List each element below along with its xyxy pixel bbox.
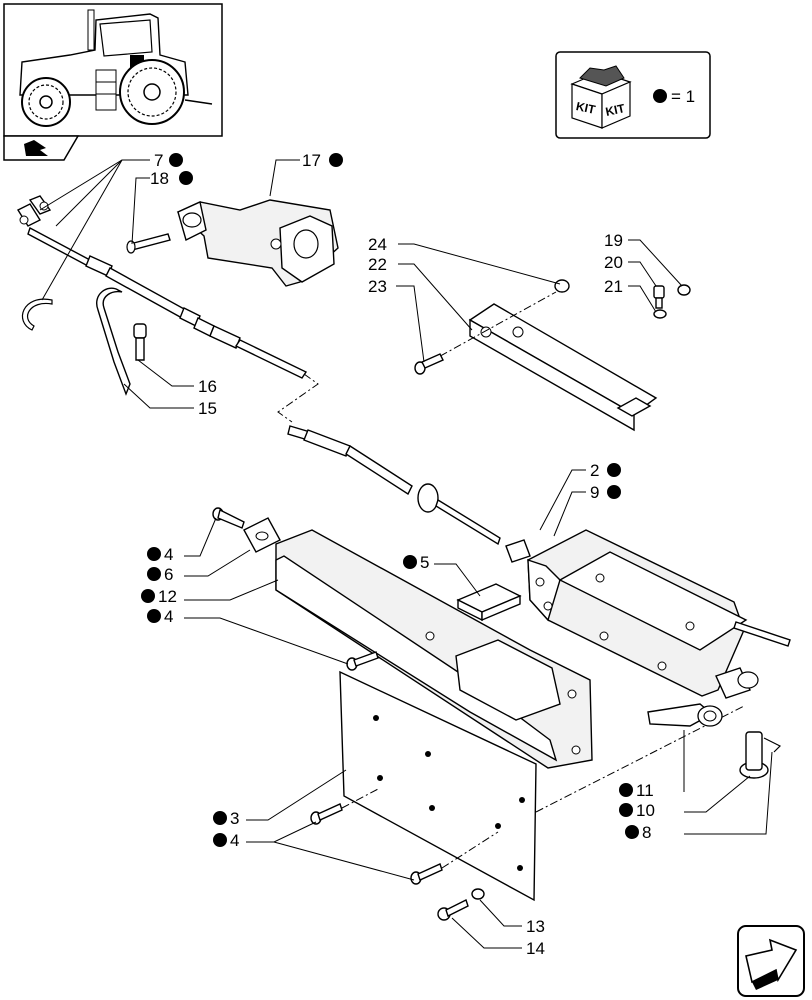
callout-6: 6 <box>147 565 173 584</box>
callout-number: 7 <box>154 151 163 170</box>
callout-19: 19 <box>604 231 623 250</box>
next-page-arrow-icon[interactable] <box>737 925 805 997</box>
nut-part-19 <box>677 284 691 296</box>
callout-5: 5 <box>403 553 429 572</box>
bolt-part-23 <box>414 353 444 375</box>
screw-part-4-middle <box>346 651 379 671</box>
pin-part-10 <box>739 731 769 779</box>
callout-18: 18 <box>150 169 193 188</box>
clip-part-7 <box>21 298 53 331</box>
screw-part-4-lower-a <box>310 787 381 825</box>
lever-plate-part-12 <box>275 529 593 769</box>
callout-21: 21 <box>604 277 623 296</box>
callout-16: 16 <box>198 377 217 396</box>
callout-4-middle: 4 <box>147 607 173 626</box>
bracket-part-5 <box>456 583 522 622</box>
linkage-arm-part-17 <box>176 199 339 287</box>
cable-lower-section <box>287 425 501 546</box>
bolt-part-20 <box>653 285 665 309</box>
cable-upper-section <box>16 195 319 423</box>
strap-part-22 <box>425 291 658 432</box>
callout-4-upper: 4 <box>147 545 173 564</box>
callout-13: 13 <box>526 917 545 936</box>
callout-8: 8 <box>625 823 651 842</box>
lever-part-11 <box>647 703 723 727</box>
callout-number: 9 <box>590 483 599 502</box>
kit-legend: KIT KIT = 1 <box>555 51 711 139</box>
callout-number: 4 <box>164 607 173 626</box>
screw-part-4-upper <box>212 507 245 529</box>
callout-number: 18 <box>150 169 169 188</box>
kit-legend-dot <box>653 89 667 103</box>
split-pin-part-8 <box>763 737 782 753</box>
bolt-part-16 <box>133 323 147 361</box>
kit-legend-equation: = 1 <box>671 87 695 106</box>
navigation-arrow-icon[interactable] <box>3 135 80 161</box>
callout-17: 17 <box>302 151 343 170</box>
callout-number: 17 <box>302 151 321 170</box>
callout-number: 6 <box>164 565 173 584</box>
callout-24: 24 <box>368 235 387 254</box>
kit-box-icon: KIT KIT <box>570 65 632 129</box>
washer-plate-part-6 <box>243 517 281 553</box>
callout-number: 8 <box>642 823 651 842</box>
callout-2: 2 <box>590 461 621 480</box>
callout-number: 12 <box>158 587 177 606</box>
kit-box-label-right: KIT <box>604 101 626 119</box>
callout-22: 22 <box>368 255 387 274</box>
washer-part-21 <box>653 309 667 319</box>
callout-12: 12 <box>141 587 177 606</box>
leader-lines <box>39 159 773 949</box>
callout-number: 4 <box>164 545 173 564</box>
callout-7: 7 <box>154 151 183 170</box>
callout-20: 20 <box>604 253 623 272</box>
callout-9: 9 <box>590 483 621 502</box>
callout-number: 5 <box>420 553 429 572</box>
callout-10: 10 <box>619 801 655 820</box>
actuator-housing <box>505 529 791 699</box>
callout-15: 15 <box>198 399 217 418</box>
tractor-thumbnail-icon <box>3 3 223 137</box>
screw-part-4-lower-b <box>410 831 499 885</box>
callout-number: 10 <box>636 801 655 820</box>
kit-box-label-left: KIT <box>575 99 597 117</box>
callout-number: 2 <box>590 461 599 480</box>
callout-14: 14 <box>526 939 545 958</box>
callout-number: 11 <box>636 781 654 800</box>
screw-part-14 <box>437 899 469 921</box>
callout-number: 4 <box>230 831 239 850</box>
bracket-part-15 <box>96 287 131 396</box>
bolt-part-18 <box>126 233 171 254</box>
nut-part-24 <box>554 279 570 293</box>
callout-number: 3 <box>230 809 239 828</box>
callout-11: 11 <box>619 781 654 800</box>
callout-4-lower: 4 <box>213 831 239 850</box>
washer-part-13 <box>471 888 485 900</box>
callout-23: 23 <box>368 277 387 296</box>
callout-3: 3 <box>213 809 239 828</box>
